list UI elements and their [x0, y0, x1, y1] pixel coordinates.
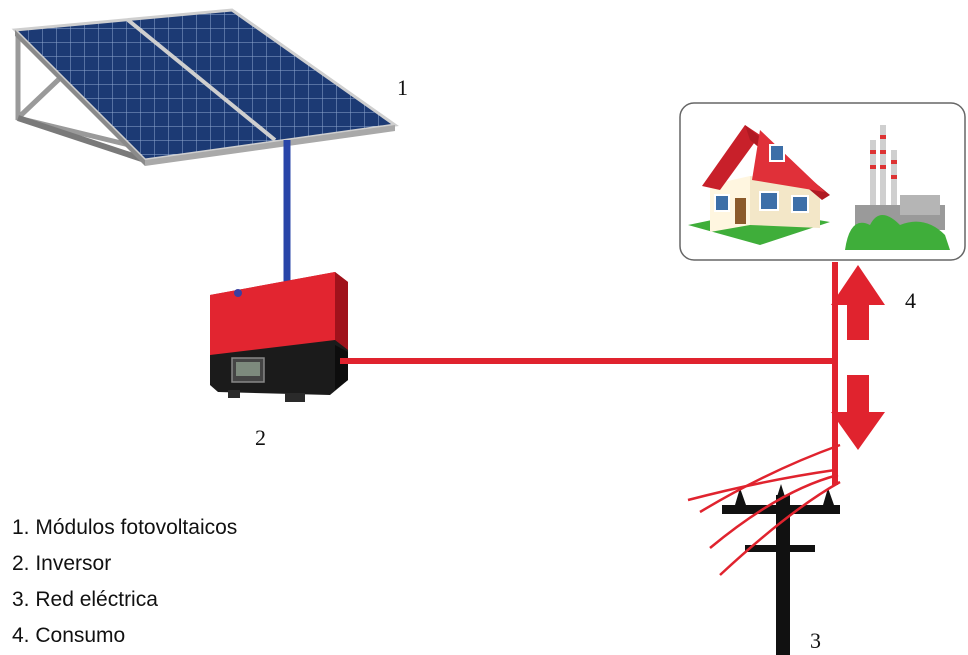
power-plant-icon	[845, 125, 950, 250]
legend-item-inverter: 2. Inversor	[12, 552, 112, 575]
label-grid-number: 3	[810, 628, 821, 653]
legend-item-consumption: 4. Consumo	[12, 624, 126, 647]
inverter-icon	[210, 272, 348, 402]
label-inverter-number: 2	[255, 425, 266, 450]
legend-item-panels: 1. Módulos fotovoltaicos	[12, 516, 238, 539]
legend: 1. Módulos fotovoltaicos 2. Inversor 3. …	[12, 510, 237, 654]
solar-panel-icon	[11, 8, 399, 166]
utility-pole-icon	[687, 443, 841, 655]
bidirectional-arrow-icon	[831, 265, 885, 450]
label-consumption-number: 4	[905, 288, 916, 313]
legend-item-grid: 3. Red eléctrica	[12, 588, 158, 611]
consumption-box	[679, 102, 966, 261]
label-panel-number: 1	[397, 75, 408, 100]
house-icon	[688, 125, 830, 245]
